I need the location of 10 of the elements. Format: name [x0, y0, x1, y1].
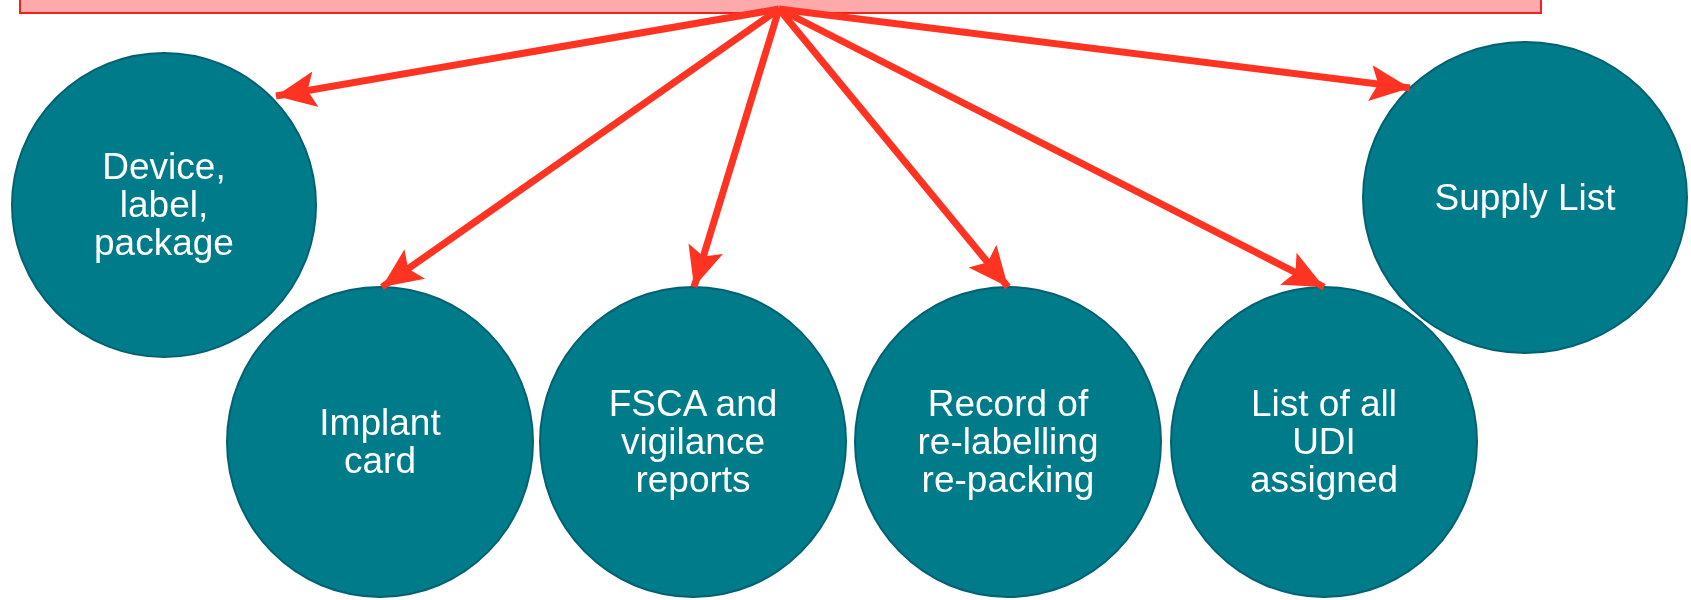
arrow — [275, 5, 780, 107]
node-label: Supply List — [1434, 178, 1616, 217]
node-label: Device, label, package — [93, 148, 235, 262]
node-label: Record of re-labelling re-packing — [916, 385, 1100, 499]
header-box — [19, 0, 1542, 14]
node-label: FSCA and vigilance reports — [607, 385, 779, 499]
arrow — [778, 5, 1411, 101]
node-label: Implant card — [318, 404, 442, 480]
arrow — [380, 6, 781, 290]
node-label: List of all UDI assigned — [1248, 385, 1400, 499]
